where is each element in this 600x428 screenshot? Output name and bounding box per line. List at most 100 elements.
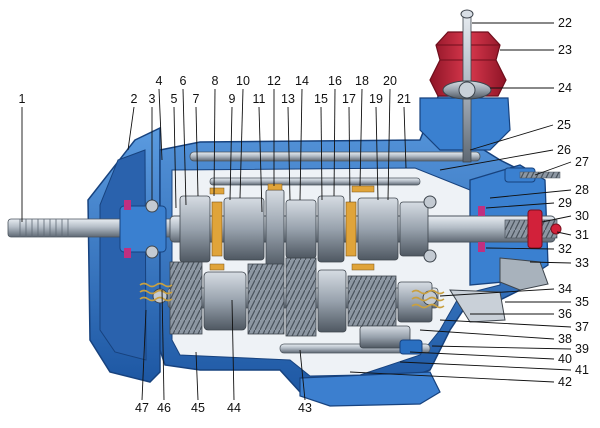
counter-gear-2 [203,271,247,331]
leader-line-46 [161,289,165,401]
leader-line-27 [534,161,572,176]
callout-25: 25 [557,118,571,132]
callout-6: 6 [180,74,187,88]
main-gear-2 [223,197,265,261]
output-flange [527,209,543,249]
leader-line-7 [195,106,199,197]
callout-7: 7 [193,92,200,106]
callout-37: 37 [575,320,589,334]
callout-2: 2 [131,92,138,106]
leader-line-20 [387,88,391,201]
leader-line-38 [419,329,555,340]
callout-21: 21 [397,92,411,106]
main-shaft-gears [179,183,429,271]
leader-line-29 [485,202,555,209]
leader-line-31 [556,231,572,236]
leader-line-44 [231,299,235,401]
leader-line-5 [173,106,177,209]
callout-11: 11 [253,92,266,106]
front-bearing-ball-top [145,199,159,213]
input-shaft-splines [19,219,69,237]
callout-23: 23 [558,43,572,57]
callout-44: 44 [227,401,241,415]
leader-line-19 [375,106,379,201]
reverse-idler-gear [359,325,411,349]
leader-line-16 [333,88,336,197]
rear-spring [411,289,445,309]
callout-16: 16 [328,74,342,88]
front-seal-top [124,200,131,210]
output-nut [550,223,562,235]
leader-line-10 [239,88,244,199]
speedo-cable-thread [519,171,561,179]
callout-32: 32 [558,242,572,256]
callout-38: 38 [558,332,572,346]
sync-hub-1 [265,189,285,269]
rear-bearing-ball-bottom [423,249,437,263]
leader-line-17 [348,106,351,203]
lever-knob-top [460,9,474,19]
leader-line-32 [485,247,555,250]
callout-17: 17 [342,92,356,106]
leader-line-34 [439,288,555,297]
leader-line-28 [489,189,572,199]
leader-line-30 [541,215,572,223]
bottom-cover [299,371,441,407]
callout-41: 41 [575,363,589,377]
gear-lever-assembly [419,9,511,163]
leader-line-15 [320,106,323,201]
leader-line-11 [258,106,263,213]
main-gear-6 [399,201,429,257]
main-gear-3 [285,199,317,259]
callout-13: 13 [281,92,295,106]
callout-labels: 4 6 8 10 12 14 16 18 20 2 3 5 7 9 11 13 … [19,16,589,415]
leader-line-41 [399,361,572,371]
callout-30: 30 [575,209,589,223]
callout-8: 8 [212,74,219,88]
callout-26: 26 [557,143,571,157]
leader-line-9 [229,106,233,201]
callout-3: 3 [149,92,156,106]
drain-plug [399,339,423,355]
callout-33: 33 [575,256,589,270]
leader-line-21 [403,106,407,169]
callout-5: 5 [171,92,178,106]
callout-18: 18 [355,74,369,88]
leader-line-25 [469,124,554,151]
rear-mount [499,257,549,291]
main-gear-5 [357,197,399,261]
callout-12: 12 [267,74,281,88]
leader-line-18 [359,88,363,187]
callout-31: 31 [575,228,589,242]
callout-36: 36 [558,307,572,321]
callout-14: 14 [295,74,309,88]
callout-10: 10 [236,74,250,88]
callout-47: 47 [135,401,149,415]
shift-rail [189,151,481,162]
callout-45: 45 [191,401,205,415]
callout-22: 22 [558,16,572,30]
front-seal-bottom [124,248,131,258]
counter-gear-4 [285,257,317,337]
callout-15: 15 [314,92,328,106]
callout-27: 27 [575,155,589,169]
callout-42: 42 [558,375,572,389]
sync-ring-1 [211,201,223,257]
shift-rail-lower [209,177,421,186]
leader-line-37 [439,319,572,328]
callout-43: 43 [298,401,312,415]
front-spring [139,282,173,302]
callout-1: 1 [19,92,26,106]
sync-ring-2 [345,201,357,257]
callout-34: 34 [558,282,572,296]
callout-20: 20 [383,74,397,88]
leader-line-33 [529,261,572,264]
callout-28: 28 [575,183,589,197]
leader-line-2 [127,106,135,151]
main-gear-1 [179,195,211,263]
callout-39: 39 [575,342,589,356]
callout-4: 4 [156,74,163,88]
rear-seal-top [478,206,485,216]
callout-40: 40 [558,352,572,366]
callout-29: 29 [558,196,572,210]
